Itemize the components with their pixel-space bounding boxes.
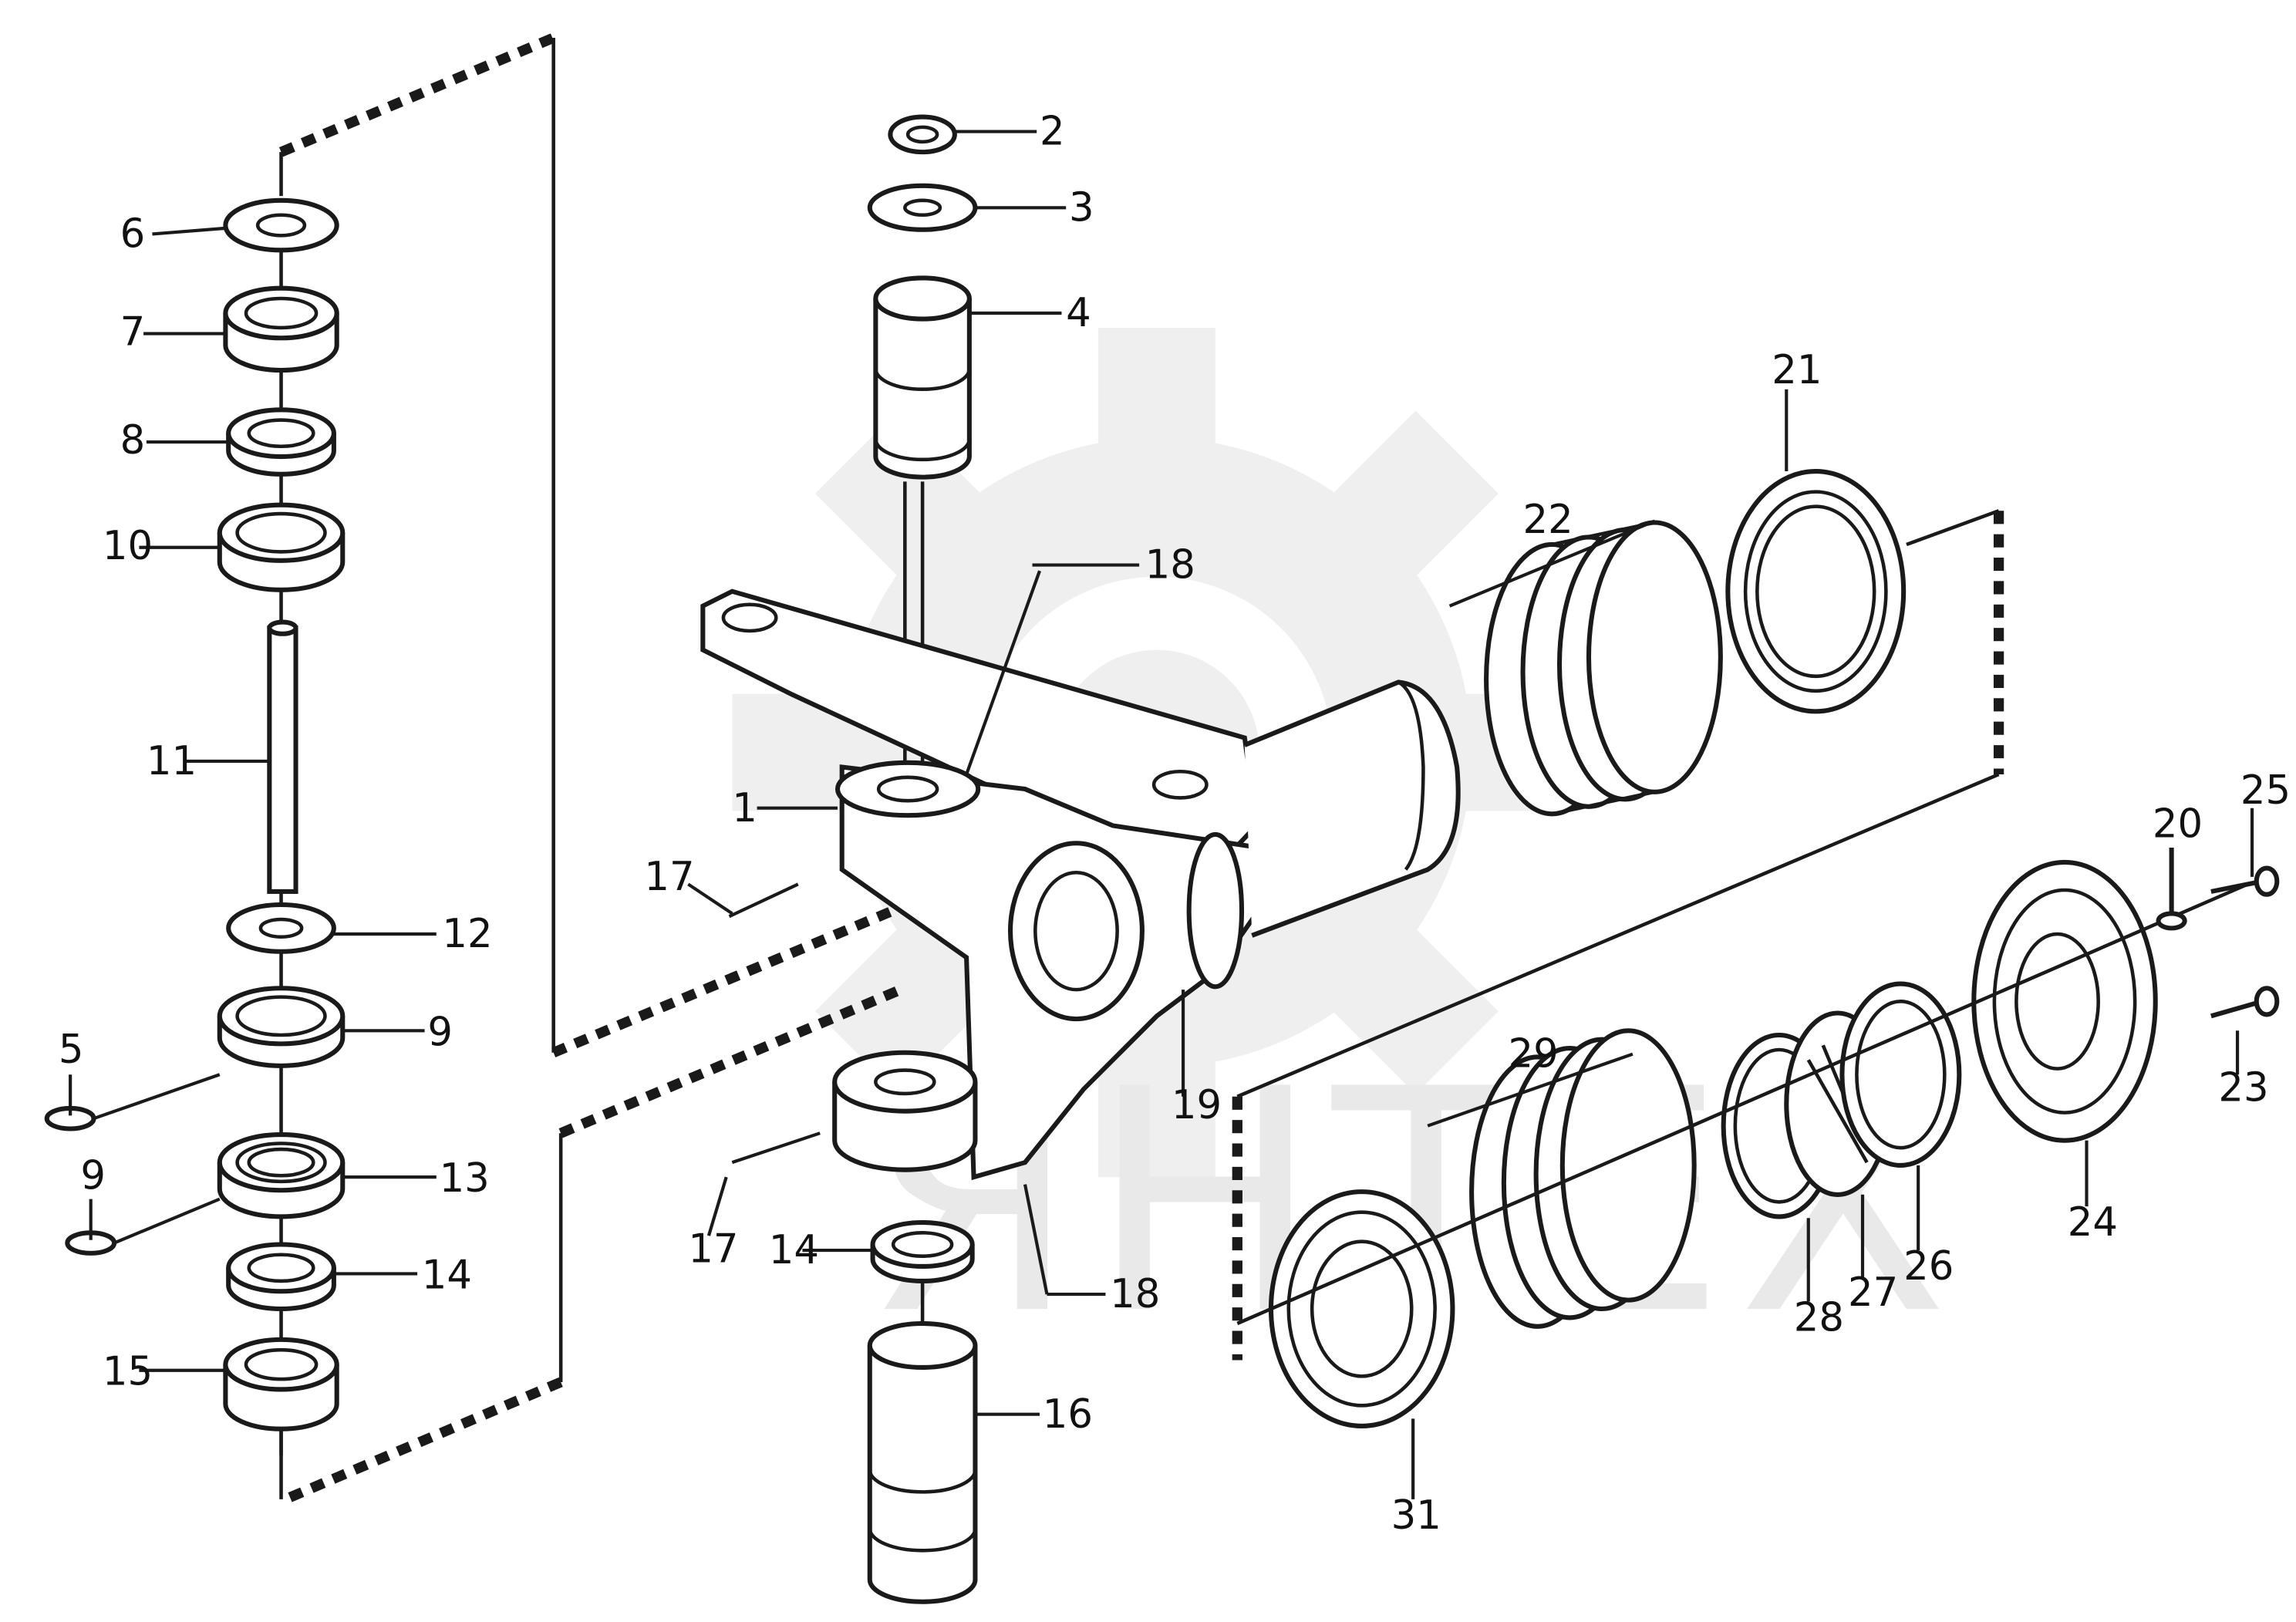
seal-13 [217,1132,346,1219]
seal-31 [1268,1189,1455,1428]
bearing-18-lower [870,1219,975,1283]
callout-17b: 17 [688,1226,738,1272]
grease-nipple-5 [44,1074,96,1131]
callout-14a: 14 [422,1252,472,1298]
nut-2 [888,114,957,155]
callout-28: 28 [1794,1295,1844,1341]
callout-18a: 18 [1145,542,1195,588]
callout-5: 5 [59,1027,84,1073]
callout-4: 4 [1066,290,1091,336]
washer-12 [226,902,336,954]
seal-9-upper [217,986,346,1068]
callout-20: 20 [2153,801,2203,848]
bolt-23 [2210,986,2280,1075]
lower-right-parts [1236,847,2280,1499]
center-part-stack [867,114,978,1604]
grease-nipple-9 [65,1199,117,1256]
callout-29: 29 [1509,1031,1559,1077]
washer-6 [223,197,339,253]
callout-19: 19 [1172,1082,1222,1128]
callout-25: 25 [2240,767,2291,814]
callout-27: 27 [1848,1270,1898,1316]
callout-10: 10 [103,523,153,569]
callout-3: 3 [1069,184,1094,231]
callout-22: 22 [1523,497,1573,543]
callout-31: 31 [1391,1492,1441,1539]
seal-ring-21 [1725,468,1907,714]
callout-12: 12 [442,911,492,957]
callout-18b: 18 [1110,1271,1160,1317]
king-pin-11 [267,619,298,894]
hub-flange-24 [1971,859,2158,1143]
washer-3 [867,183,978,232]
callout-24: 24 [2068,1199,2118,1246]
upper-right-parts [1448,389,1907,817]
callout-2: 2 [1040,109,1065,155]
callout-13: 13 [440,1155,490,1202]
callout-15: 15 [103,1349,153,1395]
bushing-16 [867,1320,978,1604]
callout-23: 23 [2218,1064,2268,1111]
ring-28 [1839,981,1962,1168]
callout-9b: 9 [80,1152,106,1199]
bellows-30 [1469,1028,1697,1329]
callout-11: 11 [147,738,197,784]
callout-16: 16 [1043,1391,1093,1438]
callout-7: 7 [120,309,146,356]
callout-21: 21 [1772,347,1822,393]
callout-26: 26 [1903,1243,1954,1290]
bearing-cup-10 [217,502,346,592]
bearing-race-15 [223,1337,339,1431]
bellows-22 [1484,520,1723,817]
roller-bearing-8 [226,407,336,477]
bolt-26 [2210,865,2280,897]
callout-17a: 17 [644,854,694,900]
callout-9a: 9 [427,1009,453,1055]
bolt-25 [2156,847,2187,931]
left-part-stack [44,197,346,1431]
leader-lines [93,130,2254,1416]
callouts: 6 7 8 10 11 12 9 5 9 13 14 15 2 3 4 18 1… [59,109,2291,1539]
callout-14b: 14 [769,1227,819,1273]
bushing-4 [873,275,972,480]
callout-6: 6 [120,211,146,258]
callout-8: 8 [120,417,146,464]
callout-1: 1 [732,785,757,831]
bearing-race-7 [223,285,339,373]
bearing-14 [226,1242,336,1312]
